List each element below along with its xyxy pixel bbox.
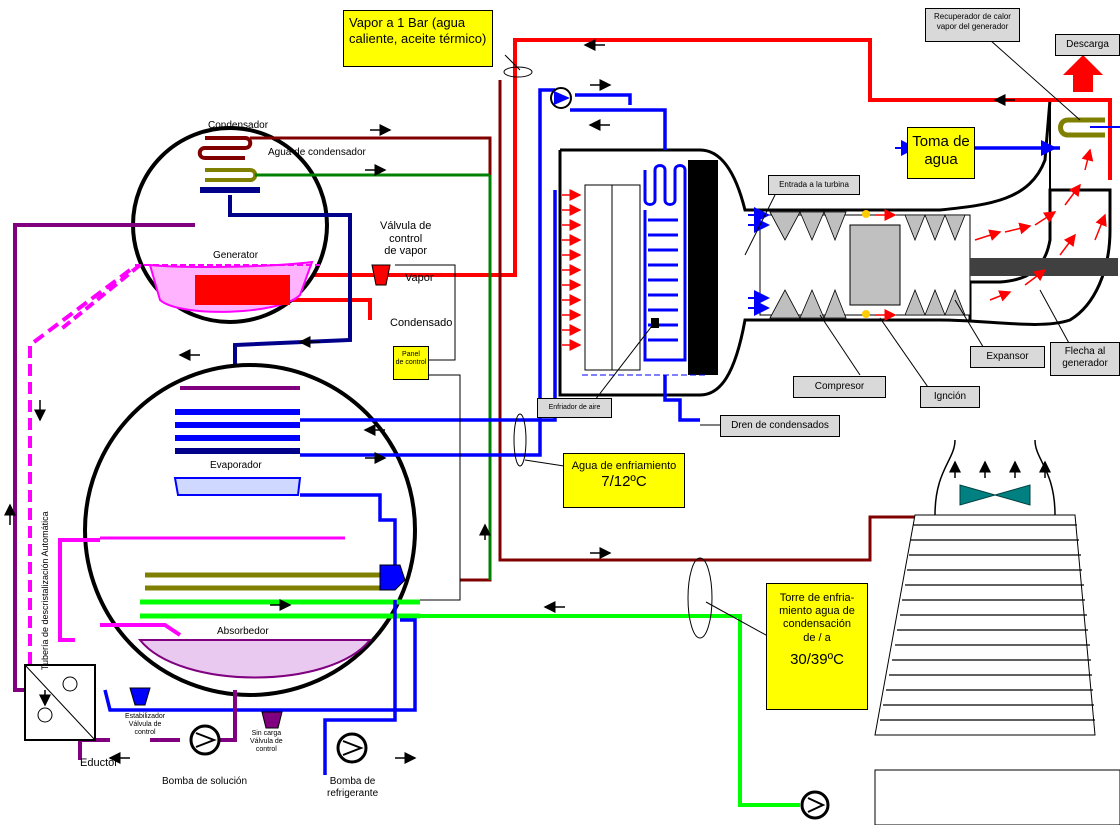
- fan-icon: [960, 485, 1030, 505]
- bomba-solucion-label: Bomba de solución: [162, 776, 247, 788]
- pump-icon: [802, 792, 828, 818]
- up-arrow-icon: [1063, 55, 1103, 92]
- valve-icon: [130, 688, 150, 705]
- condensador-label: Condensador: [208, 120, 268, 132]
- bomba-refrigerante-label: Bomba de refrigerante: [327, 776, 378, 799]
- vapor-line-label: Vapor: [405, 272, 434, 285]
- cooling-tower: [875, 440, 1120, 825]
- toma-agua-label: Toma de agua: [907, 127, 975, 179]
- pump-icon: [191, 726, 219, 754]
- dren-condensados-label: Dren de condensados: [720, 415, 840, 437]
- torre-text: Torre de enfria- miento agua de condensa…: [779, 592, 855, 644]
- heat-exchanger: [25, 665, 95, 740]
- valvula-vapor-label: Válvula de control de vapor: [380, 220, 431, 258]
- tuberia-label: Tubería de descristalización Automática: [40, 430, 50, 670]
- condensado-label: Condensado: [390, 317, 452, 330]
- descarga-label: Descarga: [1055, 34, 1120, 56]
- agua-enfriamiento-label: Agua de enfriamiento 7/12ºC: [563, 453, 685, 508]
- agua-enfriamiento-text: Agua de enfriamiento: [572, 460, 677, 472]
- entrada-turbina-label: Entrada a la turbina: [768, 175, 860, 195]
- estabilizador-label: Estabilizador Válvula de control: [125, 713, 165, 737]
- expansor-label: Expansor: [970, 346, 1045, 368]
- evaporador-label: Evaporador: [210, 460, 262, 472]
- evaporator-absorber-vessel: [85, 365, 420, 695]
- sin-carga-label: Sin carga Válvula de control: [250, 730, 283, 754]
- compresor-label: Compresor: [793, 376, 886, 398]
- pump-icon: [338, 734, 366, 762]
- enfriador-aire-label: Enfriador de aire: [537, 398, 612, 418]
- flecha-generador-label: Flecha al generador: [1050, 342, 1120, 376]
- temp-enfriamiento-text: 7/12ºC: [601, 473, 647, 490]
- agua-condensador-label: Agua de condensador: [268, 147, 366, 159]
- pump-icon: [551, 88, 571, 108]
- valve-icon: [262, 712, 282, 728]
- up-arrow-icon: [955, 462, 1045, 478]
- ignicion-label: Ignción: [920, 386, 980, 408]
- recuperador-label: Recuperador de calor vapor del generador: [925, 8, 1020, 42]
- valve-icon: [372, 265, 390, 285]
- generator-label: Generator: [213, 250, 258, 262]
- temp-torre-text: 30/39ºC: [790, 651, 844, 668]
- condenser-water-loop: [420, 616, 800, 805]
- eductor-label: Eductor: [80, 757, 118, 770]
- torre-enfriamiento-label: Torre de enfria- miento agua de condensa…: [766, 583, 868, 710]
- absorbedor-label: Absorbedor: [217, 626, 269, 638]
- panel-control-label: Panel de control: [393, 346, 429, 380]
- vapor-label: Vapor a 1 Bar (agua caliente, aceite tér…: [343, 10, 493, 67]
